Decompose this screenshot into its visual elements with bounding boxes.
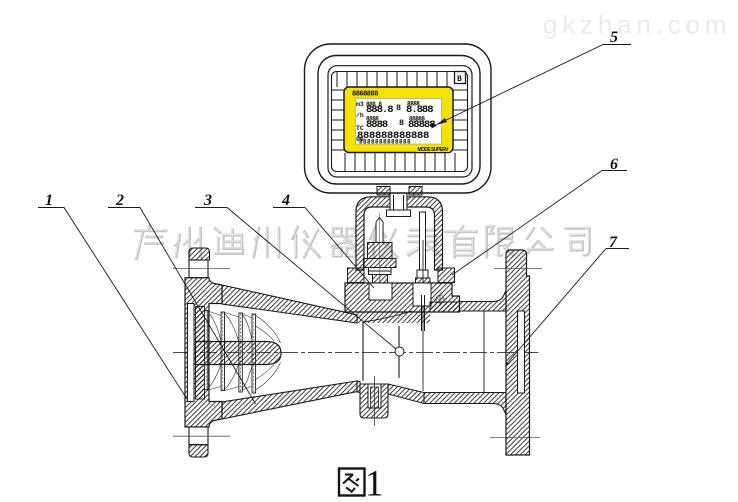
svg-text:00: 00 — [356, 136, 364, 143]
svg-text:MODE SUPERV: MODE SUPERV — [418, 147, 450, 153]
svg-text:4: 4 — [281, 192, 290, 209]
svg-text:5: 5 — [610, 29, 618, 46]
svg-text:3: 3 — [203, 192, 212, 209]
svg-text:1: 1 — [365, 464, 384, 502]
svg-text:7: 7 — [609, 234, 618, 251]
svg-text:8868888: 8868888 — [352, 91, 378, 99]
svg-text:8888: 8888 — [366, 119, 388, 131]
svg-text:8888: 8888 — [407, 101, 420, 108]
svg-text:8888: 8888 — [366, 116, 379, 123]
svg-text:88888: 88888 — [408, 119, 435, 131]
svg-text:2: 2 — [115, 192, 124, 209]
svg-text:888.8: 888.8 — [366, 104, 393, 116]
svg-text:8.888: 8.888 — [406, 104, 433, 116]
svg-text:8: 8 — [399, 118, 404, 128]
svg-text:TC: TC — [356, 125, 364, 132]
svg-text:888888888888: 888888888888 — [357, 130, 429, 142]
svg-text:8888888888888: 8888888888888 — [359, 139, 411, 146]
svg-text:B: B — [457, 75, 462, 84]
svg-text:6: 6 — [610, 156, 618, 173]
svg-text:gkzhan.com: gkzhan.com — [543, 10, 731, 40]
svg-text:/h: /h — [356, 112, 364, 119]
svg-text:8: 8 — [396, 103, 401, 113]
svg-text:1: 1 — [45, 192, 53, 209]
svg-text:88888: 88888 — [409, 116, 425, 123]
svg-text:888 8: 888 8 — [366, 101, 382, 108]
svg-text:m3: m3 — [356, 101, 364, 108]
